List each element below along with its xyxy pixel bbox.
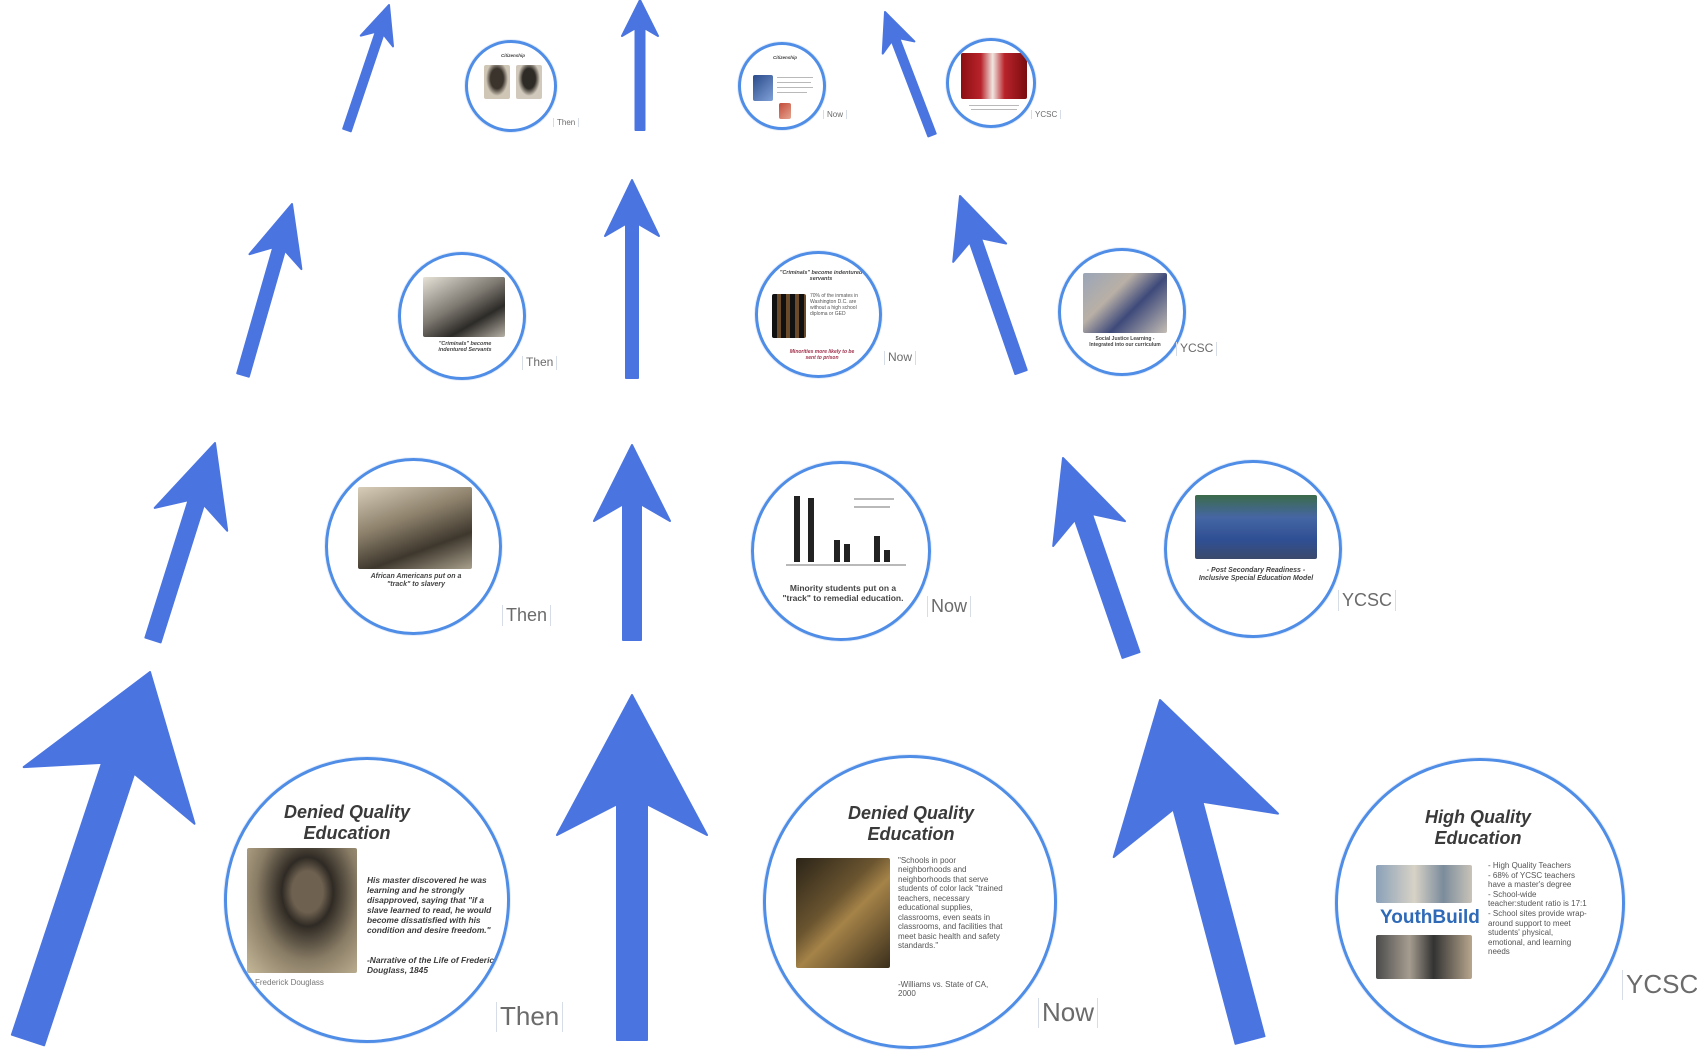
arrow-now-4 bbox=[621, 0, 659, 131]
arrow-now-2 bbox=[593, 444, 671, 641]
slavery-illustration bbox=[358, 487, 472, 569]
then-circle-4-title: Citizenship bbox=[500, 53, 525, 58]
now-circle-1-quote: "Schools in poor neighborhoods and neigh… bbox=[898, 856, 1003, 950]
douglass-caption: Frederick Douglass bbox=[255, 978, 324, 987]
label-then-2: Then bbox=[502, 605, 552, 626]
label-now-3: Now bbox=[884, 350, 917, 365]
arrow-ycsc-4 bbox=[881, 11, 937, 138]
track-chart-thumbnail bbox=[784, 488, 910, 568]
ycsc-bullet: - School-wide teacher:student ratio is 1… bbox=[1488, 889, 1587, 909]
then-circle-2[interactable]: African Americans put on a "track" to sl… bbox=[325, 458, 502, 635]
then-circle-3[interactable]: "Criminals" become indentured Servants bbox=[398, 252, 526, 380]
now-circle-1-source: -Williams vs. State of CA, 2000 bbox=[898, 980, 989, 999]
ycsc-circle-1-title: High Quality Education bbox=[1424, 807, 1531, 848]
label-now-1: Now bbox=[1038, 997, 1099, 1028]
then-circle-3-caption: "Criminals" become indentured Servants bbox=[438, 341, 492, 354]
then-circle-2-caption: African Americans put on a "track" to sl… bbox=[370, 573, 462, 589]
douglass-portrait bbox=[247, 848, 357, 973]
label-then-4: Then bbox=[553, 118, 580, 128]
ycsc-circle-3-caption: Social Justice Learning - Integrated int… bbox=[1089, 336, 1161, 348]
rally-photo bbox=[1083, 273, 1167, 333]
arrow-ycsc-3 bbox=[952, 195, 1028, 375]
now-circle-2[interactable]: Minority students put on a "track" to re… bbox=[751, 461, 931, 641]
label-now-4: Now bbox=[823, 110, 848, 120]
label-ycsc-2: YCSC bbox=[1338, 590, 1397, 611]
ycsc-circle-2-caption: - Post Secondary Readiness - Inclusive S… bbox=[1198, 567, 1314, 583]
label-ycsc-1: YCSC bbox=[1622, 969, 1697, 1000]
then-circle-1[interactable]: Denied Quality Education Frederick Dougl… bbox=[224, 757, 510, 1043]
prison-bars-image bbox=[772, 294, 806, 338]
label-ycsc-4: YCSC bbox=[1031, 110, 1062, 120]
now-circle-1-title: Denied Quality Education bbox=[847, 803, 975, 844]
graduates-photo bbox=[1195, 495, 1317, 559]
then-circle-1-title: Denied Quality Education bbox=[283, 802, 411, 843]
now-circle-3-text: 70% of the inmates in Washington D.C. ar… bbox=[810, 293, 859, 317]
arrow-now-1 bbox=[556, 694, 708, 1041]
label-then-3: Then bbox=[522, 355, 558, 370]
ycsc-circle-3[interactable]: Social Justice Learning - Integrated int… bbox=[1058, 248, 1186, 376]
person-image bbox=[779, 103, 791, 119]
youthbuild-photo-top bbox=[1376, 865, 1472, 903]
now-circle-3[interactable]: "Criminals" become indentured servants 7… bbox=[755, 251, 882, 378]
then-circle-1-source: -Narrative of the Life of Frederick Doug… bbox=[367, 955, 499, 975]
arrow-then-4 bbox=[342, 4, 394, 133]
ycsc-bullet: - High Quality Teachers bbox=[1488, 861, 1571, 870]
portrait-left bbox=[484, 65, 510, 99]
youthbuild-photo-bottom bbox=[1376, 935, 1472, 979]
ycsc-bullet: - 68% of YCSC teachers have a master's d… bbox=[1488, 870, 1576, 890]
label-now-2: Now bbox=[927, 596, 972, 617]
voting-image bbox=[753, 75, 773, 101]
ycsc-bullet-list: - High Quality Teachers - 68% of YCSC te… bbox=[1488, 861, 1588, 957]
portrait-right bbox=[516, 65, 542, 99]
arrow-then-2 bbox=[144, 442, 229, 644]
ycsc-bullet: - School sites provide wrap-around suppo… bbox=[1488, 908, 1587, 957]
youthbuild-logo: YouthBuild bbox=[1380, 907, 1480, 928]
now-circle-4-title: Citizenship bbox=[772, 55, 797, 60]
now-circle-4[interactable]: Citizenship bbox=[738, 42, 826, 130]
arrow-now-3 bbox=[604, 179, 660, 379]
label-ycsc-3: YCSC bbox=[1176, 341, 1218, 356]
now-circle-2-caption: Minority students put on a "track" to re… bbox=[782, 583, 904, 603]
label-then-1: Then bbox=[496, 1001, 564, 1032]
arrow-then-3 bbox=[236, 203, 303, 378]
book-image bbox=[796, 858, 890, 968]
arrow-ycsc-1 bbox=[1112, 699, 1279, 1045]
arrow-then-1 bbox=[10, 671, 196, 1047]
then-circle-4[interactable]: Citizenship bbox=[465, 40, 557, 132]
chain-gang-illustration bbox=[423, 277, 505, 337]
now-circle-3-title: "Criminals" become indentured servants bbox=[779, 270, 863, 283]
then-circle-1-quote: His master discovered he was learning an… bbox=[367, 875, 492, 935]
arrow-ycsc-2 bbox=[1052, 457, 1141, 659]
ycsc-circle-2[interactable]: - Post Secondary Readiness - Inclusive S… bbox=[1164, 460, 1342, 638]
stage-photo bbox=[961, 53, 1027, 99]
ycsc-circle-4[interactable] bbox=[946, 38, 1036, 128]
now-circle-3-note: Minorities more likely to be sent to pri… bbox=[789, 349, 855, 361]
ycsc-circle-1[interactable]: High Quality Education YouthBuild - High… bbox=[1335, 758, 1625, 1048]
now-circle-1[interactable]: Denied Quality Education "Schools in poo… bbox=[763, 755, 1057, 1049]
